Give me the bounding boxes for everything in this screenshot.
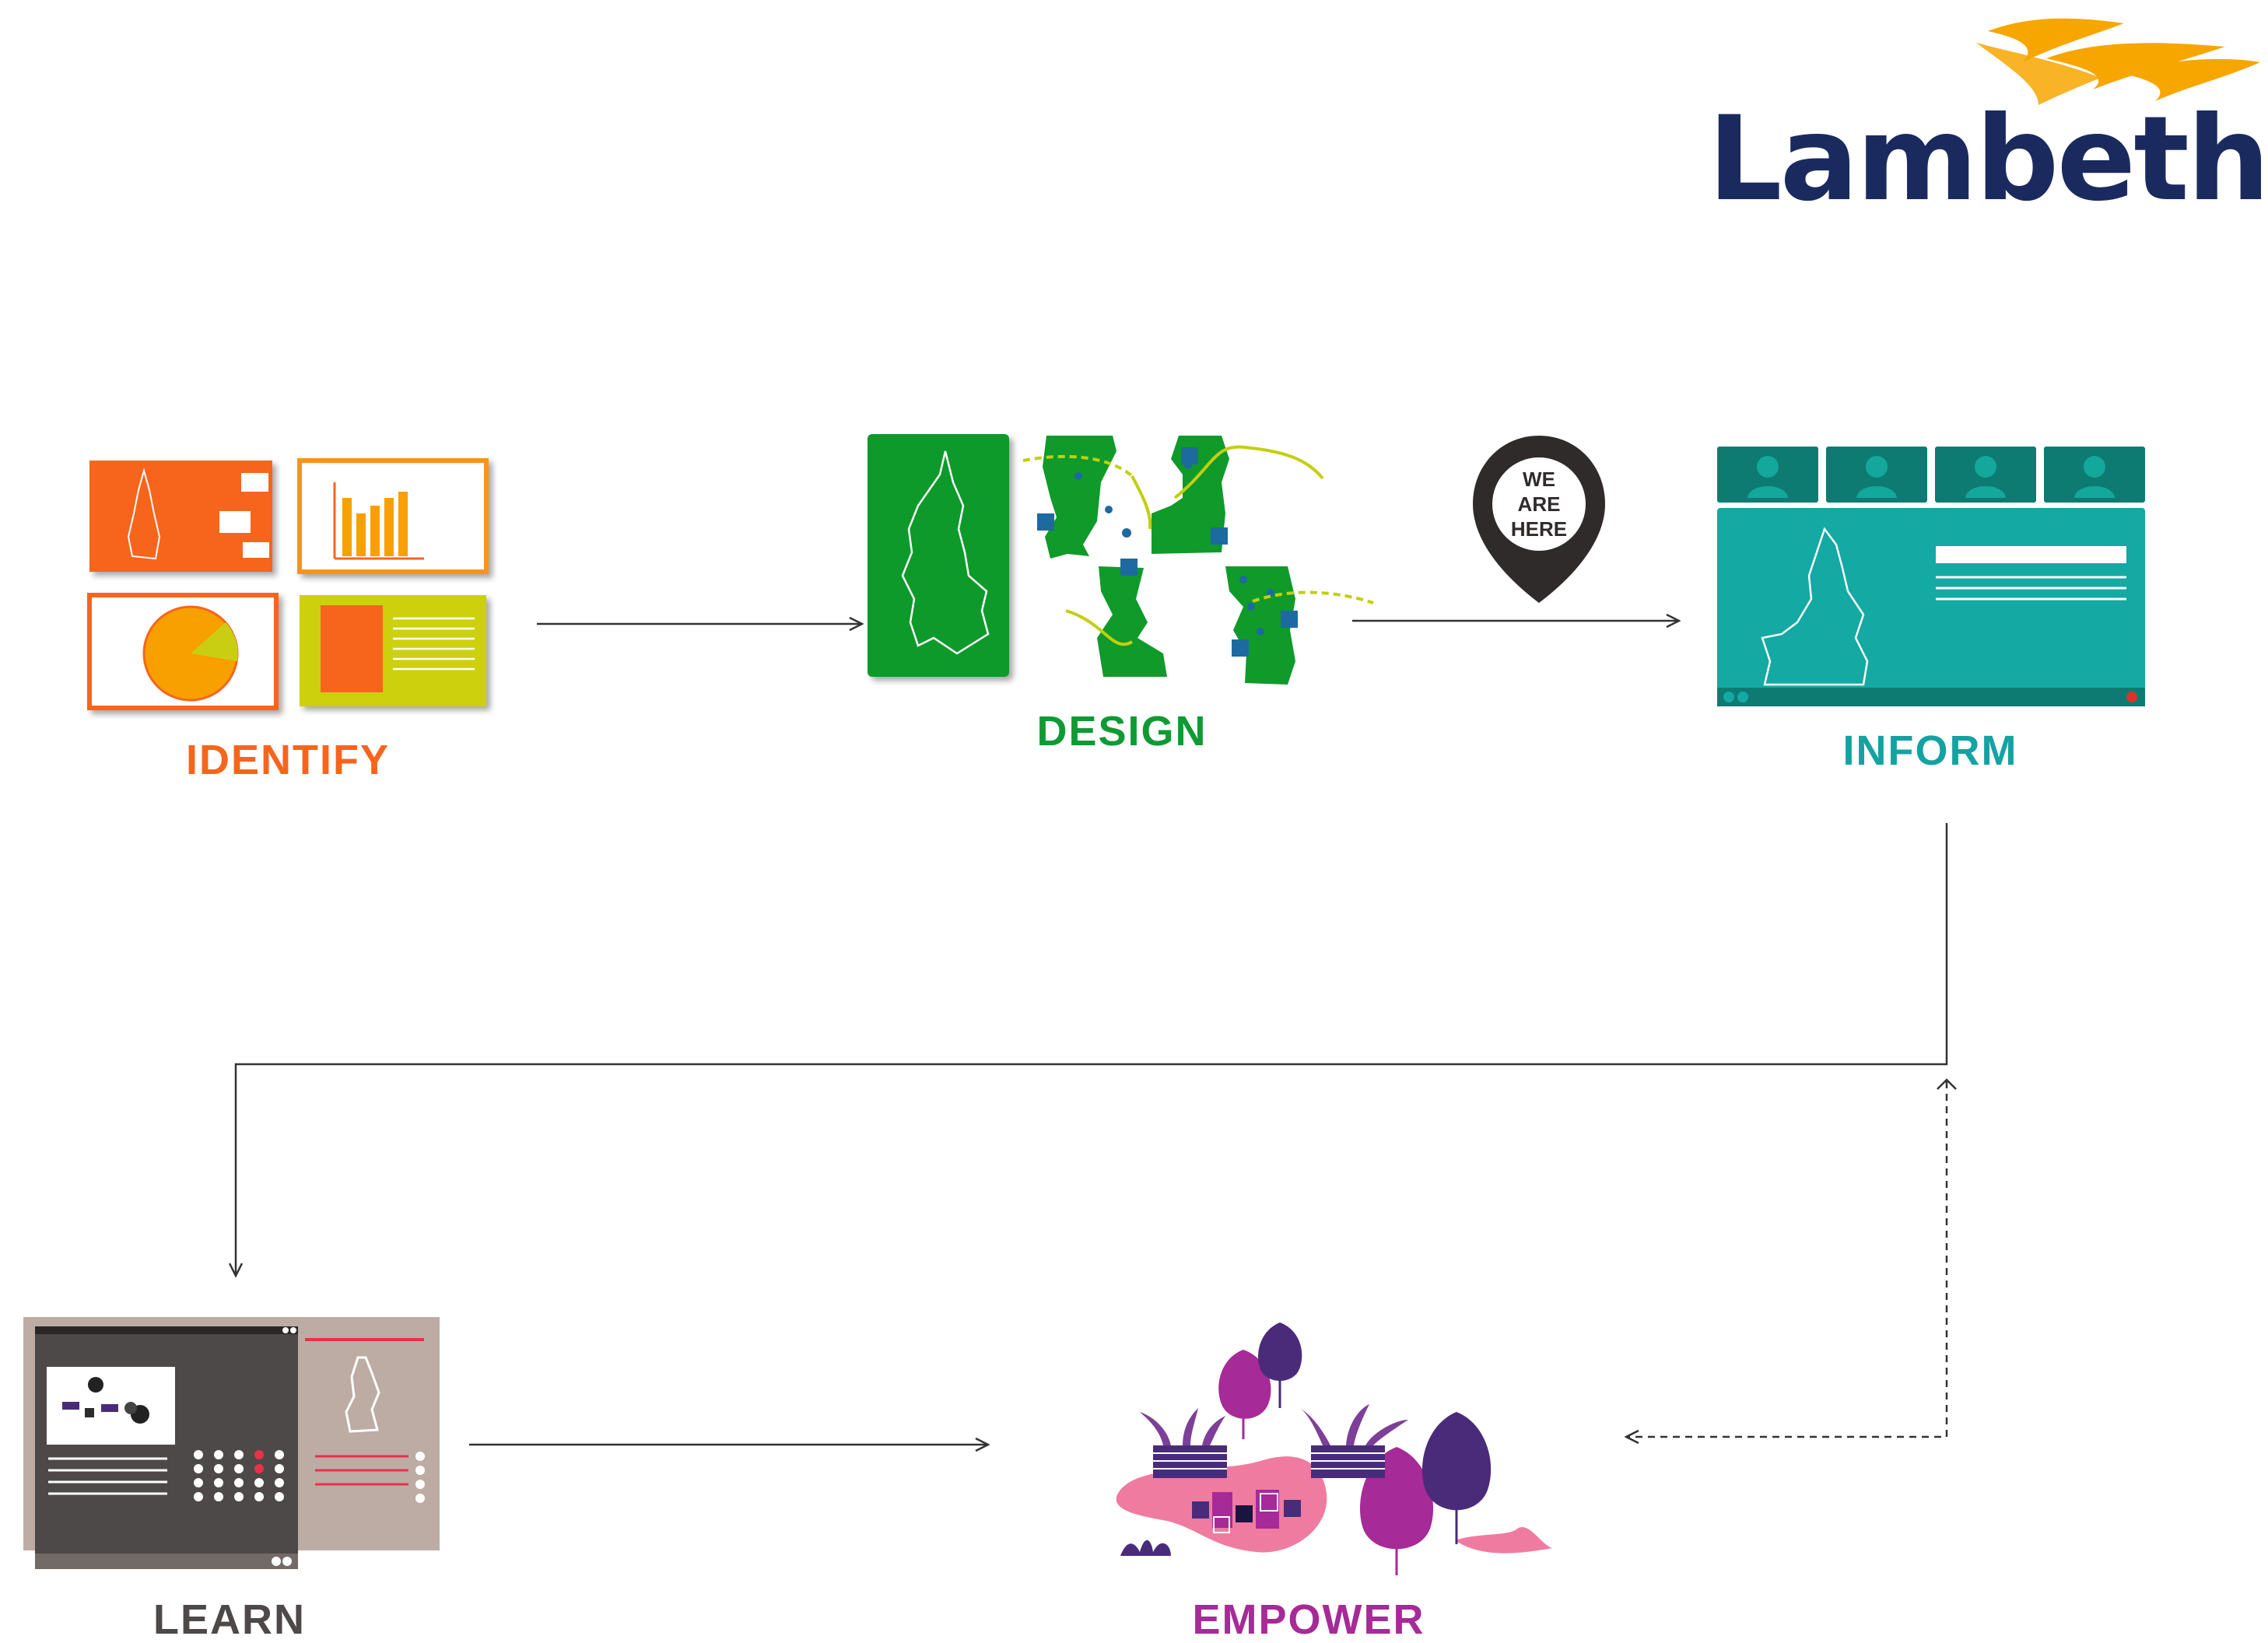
pin-text-line-1: WE bbox=[1523, 468, 1555, 491]
lambeth-logo bbox=[1976, 18, 2260, 105]
stage-label-empower: EMPOWER bbox=[1192, 1596, 1425, 1643]
pin-text-line-2: ARE bbox=[1517, 492, 1561, 516]
stage-label-learn: LEARN bbox=[153, 1596, 306, 1643]
learn-icon bbox=[23, 1317, 440, 1569]
identify-icon bbox=[87, 458, 489, 710]
design-icon bbox=[868, 434, 1374, 685]
location-pin-icon bbox=[1473, 436, 1605, 603]
video-participant-tiles bbox=[1717, 447, 2145, 503]
arrow-empower-feedback-dashed bbox=[1626, 1081, 1948, 1437]
lambeth-wordmark: Lambeth bbox=[1708, 92, 2268, 227]
arrow-inform-to-learn bbox=[236, 823, 1948, 1276]
stage-label-identify: IDENTIFY bbox=[185, 737, 390, 783]
we-are-here-label: WE ARE HERE bbox=[1492, 467, 1586, 541]
planter-icon bbox=[1140, 1404, 1408, 1478]
tree-icon bbox=[1218, 1322, 1492, 1575]
stage-label-design: DESIGN bbox=[1036, 708, 1208, 755]
pin-text-line-3: HERE bbox=[1510, 517, 1568, 541]
empower-icon bbox=[1116, 1322, 1552, 1575]
seating-blocks bbox=[1192, 1490, 1301, 1533]
flow-arrows bbox=[236, 621, 1957, 1445]
logo-wave-icon bbox=[1976, 18, 2260, 105]
stage-label-inform: INFORM bbox=[1842, 727, 2018, 774]
inform-icon bbox=[1717, 447, 2145, 706]
